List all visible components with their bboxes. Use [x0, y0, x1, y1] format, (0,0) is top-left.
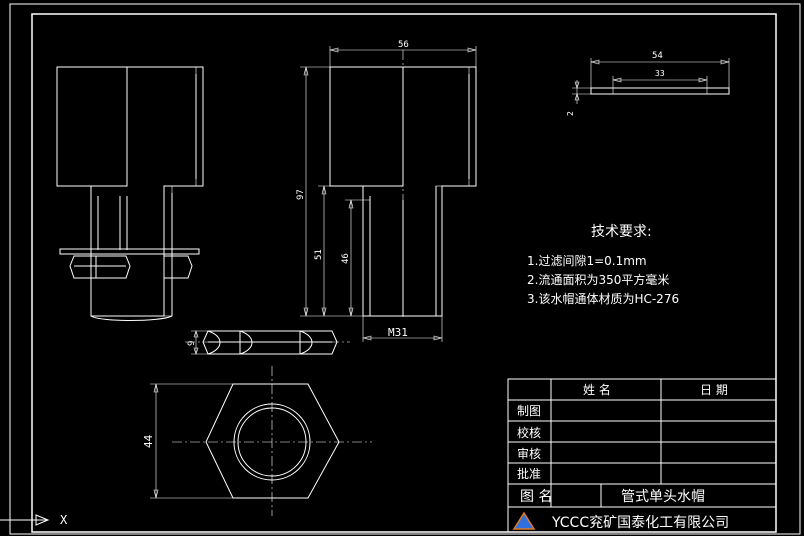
washer-detail: 54 33 2 — [566, 51, 730, 116]
dim-33-label: 33 — [655, 69, 665, 78]
row-drawn: 制图 — [517, 404, 541, 418]
ucs-axis-icon: X — [0, 513, 68, 527]
tech-item-2: 2.流通面积为350平方毫米 — [527, 272, 669, 287]
dim-46-label: 46 — [341, 253, 351, 264]
company-name: YCCC兖矿国泰化工有限公司 — [551, 515, 729, 531]
header-name: 姓 名 — [583, 382, 611, 397]
row-approved: 批准 — [517, 466, 541, 481]
dim-m31-label: M31 — [388, 326, 408, 339]
dim-51-label: 51 — [314, 249, 324, 260]
row-checked: 校核 — [517, 425, 541, 440]
dim-56-label: 56 — [398, 40, 409, 50]
dim-97-label: 97 — [296, 189, 306, 200]
nut-side-view: 9 — [185, 330, 350, 355]
outer-frame — [9, 3, 801, 535]
tech-item-1: 1.过滤间隙1=0.1mm — [527, 254, 647, 268]
ucs-x-label: X — [60, 513, 68, 527]
drawing-name: 管式单头水帽 — [621, 489, 705, 505]
dim-2-label: 2 — [566, 111, 575, 116]
center-dimensioned-view: 56 97 51 46 M31 — [296, 40, 477, 342]
tech-title: 技术要求: — [591, 224, 652, 240]
hex-top-view: 44 — [142, 366, 372, 516]
company-logo-icon — [512, 511, 536, 530]
drawing-label: 图 名 — [520, 489, 552, 505]
dim-44-label: 44 — [142, 434, 155, 448]
dim-54-label: 54 — [652, 51, 663, 61]
inner-frame — [31, 13, 777, 533]
tech-item-3: 3.该水帽通体材质为HC-276 — [527, 291, 679, 306]
title-block: 姓 名 日 期 制图 校核 审核 批准 图 名 管式单头水帽 YCCC兖矿国泰化… — [507, 378, 777, 533]
header-date: 日 期 — [700, 383, 728, 397]
tech-requirements: 技术要求: 1.过滤间隙1=0.1mm 2.流通面积为350平方毫米 3.该水帽… — [527, 224, 679, 306]
dim-9-label: 9 — [187, 341, 197, 346]
left-section-view — [56, 66, 204, 321]
row-reviewed: 审核 — [517, 446, 541, 461]
